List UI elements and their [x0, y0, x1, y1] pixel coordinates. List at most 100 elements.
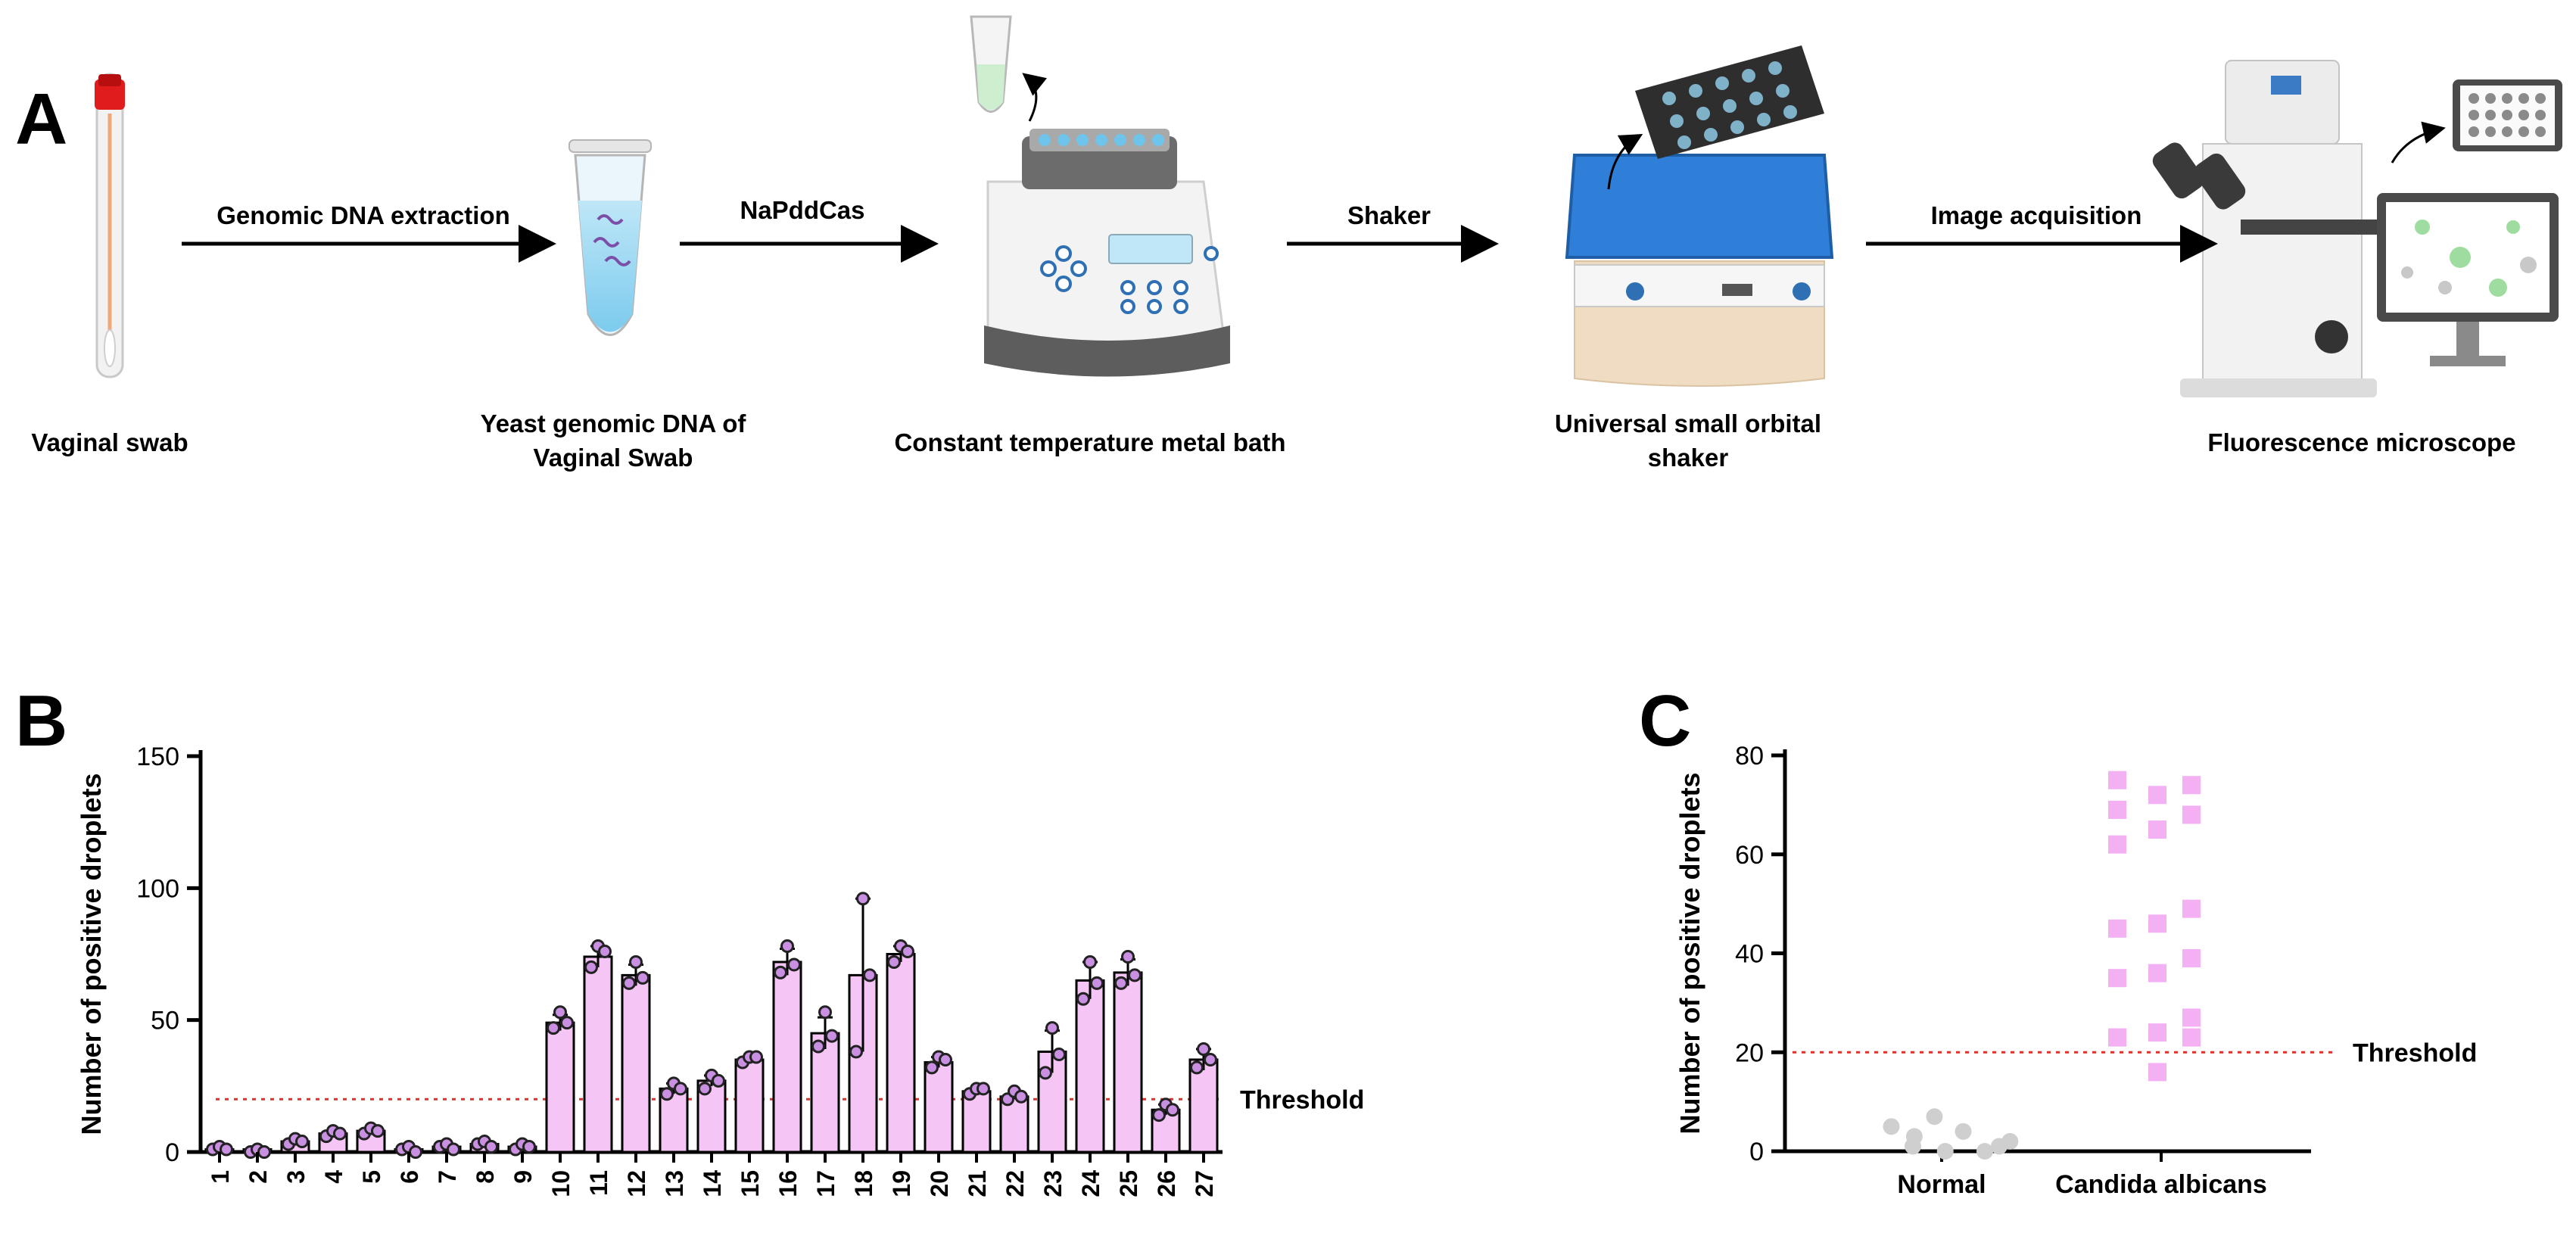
panel-letter-a: A [15, 79, 68, 160]
replicate-point [1152, 1108, 1166, 1122]
dna-tube-icon [568, 139, 652, 336]
step-label-dna: Yeast genomic DNA of Vaginal Swab [480, 409, 746, 472]
replicate-point [257, 1145, 271, 1159]
replicate-point [484, 1140, 498, 1154]
replicate-point [977, 1082, 990, 1096]
y-tick-label: 40 [1735, 940, 1764, 969]
replicate-point [522, 1140, 536, 1154]
candida-point [2108, 771, 2126, 789]
replicate-point [887, 954, 901, 969]
x-tick-label: 9 [509, 1170, 537, 1184]
step-label-metal-bath: Constant temperature metal bath [894, 428, 1286, 456]
y-tick-label: 50 [151, 1007, 179, 1035]
x-tick-label: 7 [434, 1170, 461, 1184]
x-tick-label: Normal [1897, 1170, 1986, 1199]
candida-point [2108, 835, 2126, 854]
x-tick-label: Candida albicans [2055, 1170, 2267, 1199]
candida-point [2108, 800, 2126, 819]
arrow-label-image-acquisition: Image acquisition [1930, 201, 2142, 229]
y-tick-label: 20 [1735, 1038, 1764, 1067]
bar [583, 955, 613, 1154]
x-tick-label: 17 [812, 1170, 839, 1197]
bar [772, 961, 802, 1154]
replicate-point [811, 1039, 825, 1054]
x-tick-label: 4 [320, 1170, 347, 1184]
normal-point [2001, 1132, 2019, 1150]
arrow-label-shaker: Shaker [1347, 201, 1431, 229]
workflow-diagram [95, 15, 2562, 397]
x-tick-label: 5 [358, 1170, 385, 1184]
swab-icon [95, 73, 125, 378]
candida-point [2182, 1008, 2201, 1027]
x-tick-label: 26 [1153, 1170, 1180, 1197]
normal-point [1926, 1108, 1943, 1126]
threshold-label: Threshold [1240, 1085, 1364, 1114]
replicate-point [818, 1005, 832, 1020]
bar [1188, 1058, 1219, 1154]
replicate-point [547, 1021, 560, 1035]
candida-point [2148, 786, 2166, 805]
replicate-point [560, 1016, 574, 1030]
candida-point [2182, 776, 2201, 795]
replicate-point [1197, 1042, 1210, 1057]
x-tick-label: 23 [1039, 1170, 1067, 1197]
replicate-point [295, 1135, 309, 1149]
replicate-point [598, 945, 612, 959]
replicate-point [856, 892, 870, 906]
y-tick-label: 0 [165, 1138, 179, 1167]
well-plate-icon [1635, 45, 1824, 159]
candida-point [2108, 969, 2126, 988]
candida-point [2148, 1063, 2166, 1082]
replicate-point [698, 1082, 712, 1096]
replicate-point [925, 1060, 939, 1075]
replicate-point [1114, 976, 1128, 990]
replicate-point [409, 1145, 422, 1159]
replicate-point [780, 939, 794, 954]
x-tick-label: 2 [245, 1170, 272, 1184]
candida-point [2148, 964, 2166, 982]
replicate-point [774, 965, 787, 979]
replicate-point [1045, 1021, 1059, 1035]
replicate-point [1014, 1089, 1028, 1104]
replicate-point [1166, 1103, 1179, 1117]
replicate-point [863, 968, 877, 982]
step-label-swab: Vaginal swab [31, 428, 188, 456]
replicate-point [553, 1005, 567, 1020]
normal-point [1976, 1143, 1993, 1160]
x-tick-label: 25 [1115, 1170, 1142, 1197]
replicate-point [712, 1073, 725, 1088]
normal-point [1936, 1143, 1954, 1160]
candida-point [2108, 919, 2126, 938]
candida-point [2182, 899, 2201, 918]
replicate-point [622, 976, 636, 990]
replicate-point [220, 1142, 233, 1157]
replicate-point [1121, 949, 1135, 964]
replicate-point [901, 945, 914, 959]
y-tick-label: 100 [136, 874, 179, 903]
replicate-point [1190, 1060, 1204, 1075]
replicate-point [1083, 954, 1097, 969]
replicate-point [1128, 968, 1142, 982]
candida-point [2148, 1023, 2166, 1042]
step-label-shaker: Universal small orbital shaker [1554, 409, 1822, 472]
replicate-point [584, 960, 598, 974]
normal-point [1955, 1122, 1972, 1140]
bar [1075, 979, 1105, 1154]
bar [621, 973, 651, 1154]
y-tick-label: 80 [1735, 742, 1764, 771]
replicate-point [636, 970, 649, 985]
replicate-point [1076, 992, 1090, 1006]
x-tick-label: 8 [472, 1170, 499, 1184]
orbital-shaker-icon [1565, 45, 1834, 387]
x-tick-label: 27 [1191, 1170, 1218, 1197]
replicate-point [447, 1142, 460, 1157]
replicate-point [1039, 1066, 1052, 1080]
replicate-point [1090, 976, 1104, 990]
bar [734, 1058, 765, 1154]
x-tick-label: 19 [888, 1170, 915, 1197]
x-tick-label: 24 [1077, 1170, 1104, 1197]
bar [999, 1095, 1029, 1154]
replicate-point [849, 1045, 863, 1059]
replicate-point [674, 1082, 687, 1096]
